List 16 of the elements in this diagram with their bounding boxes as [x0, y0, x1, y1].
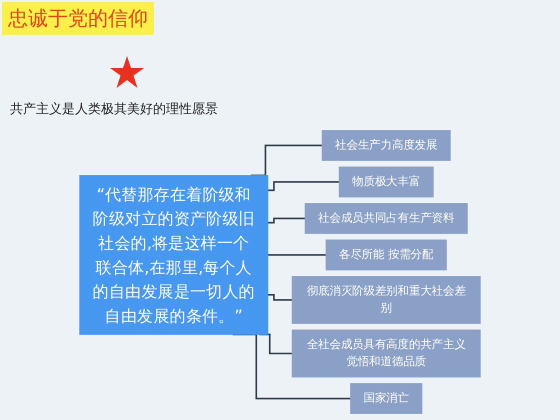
heading-text: 共产主义是人类极其美好的理性愿景: [10, 101, 218, 118]
node-box: 各尽所能 按需分配: [326, 240, 447, 270]
connector: [259, 334, 292, 354]
node-box: 彻底消灭阶级差别和重大社会差别: [292, 276, 481, 324]
connector: [268, 181, 340, 192]
node-box: 国家消亡: [350, 383, 422, 414]
node-box: 全社会成员具有高度的共产主义觉悟和道德品质: [292, 330, 481, 378]
node-box: 社会成员共同占有生产资料: [304, 203, 468, 234]
connector: [268, 254, 326, 256]
connector: [232, 334, 351, 400]
node-box: 社会生产力高度发展: [322, 130, 451, 161]
node-box: 物质极大丰富: [338, 166, 434, 198]
connector: [268, 218, 306, 224]
title: 忠诚于党的信仰: [2, 2, 154, 35]
connector: [268, 294, 292, 301]
node-box: “代替那存在着阶级和阶级对立的资产阶级旧社会的,将是这样一个联合体,在那里,每个人的自由发展是一切人的自由发展的条件。”: [79, 175, 268, 335]
